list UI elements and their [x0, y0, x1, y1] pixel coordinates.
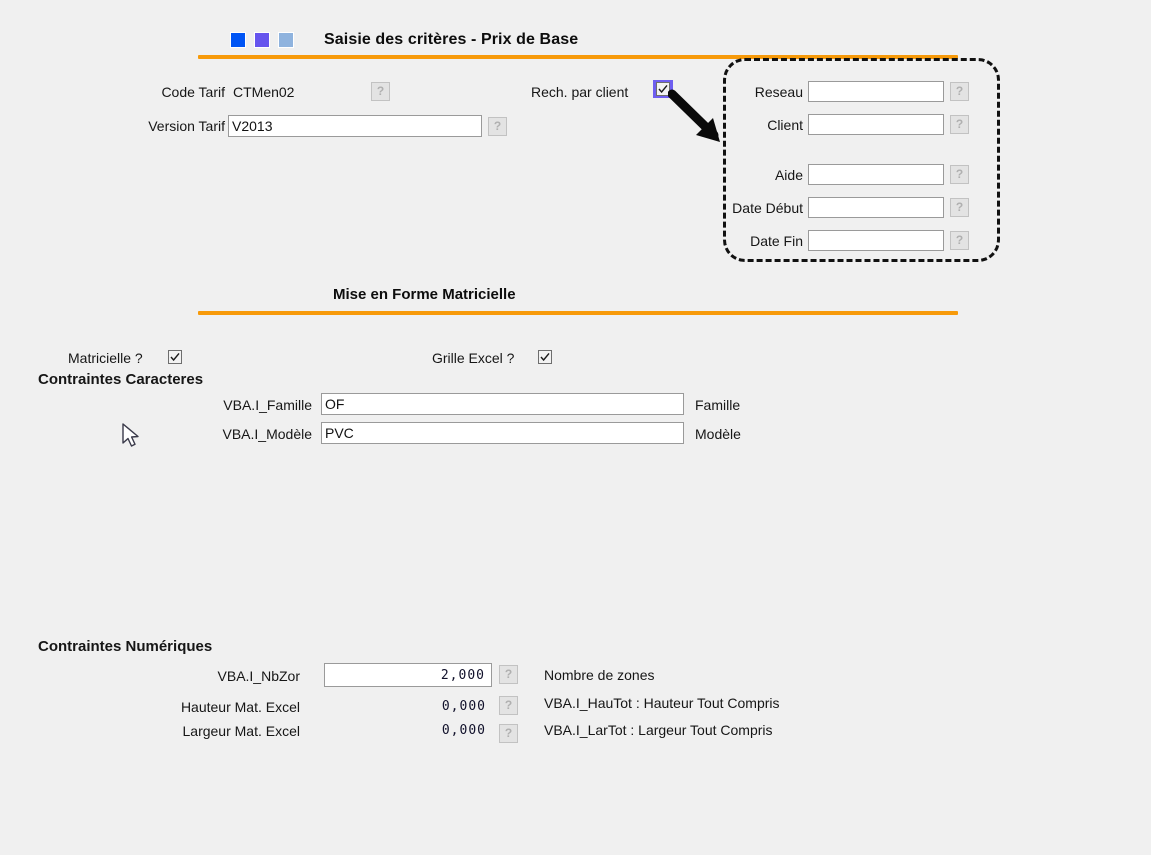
- code-tarif-label: Code Tarif: [161, 84, 225, 100]
- client-input[interactable]: [808, 114, 944, 135]
- largeur-mat-excel-desc: VBA.I_LarTot : Largeur Tout Compris: [544, 722, 773, 738]
- grille-excel-checkbox[interactable]: [538, 350, 552, 364]
- vba-modele-desc: Modèle: [695, 426, 741, 442]
- rech-par-client-label: Rech. par client: [531, 84, 629, 100]
- hauteur-mat-excel-desc: VBA.I_HauTot : Hauteur Tout Compris: [544, 695, 780, 711]
- vba-nbzor-desc: Nombre de zones: [544, 667, 655, 683]
- date-debut-input[interactable]: [808, 197, 944, 218]
- vba-nbzor-help-button[interactable]: ?: [499, 665, 518, 684]
- hauteur-mat-excel-value: 0,000: [441, 699, 486, 714]
- matricielle-checkbox[interactable]: [168, 350, 182, 364]
- date-debut-help-button[interactable]: ?: [950, 198, 969, 217]
- client-help-button[interactable]: ?: [950, 115, 969, 134]
- largeur-mat-excel-help-button[interactable]: ?: [499, 724, 518, 743]
- aide-help-button[interactable]: ?: [950, 165, 969, 184]
- client-label: Client: [767, 117, 803, 133]
- version-tarif-help-button[interactable]: ?: [488, 117, 507, 136]
- matricielle-section-title: Mise en Forme Matricielle: [333, 286, 516, 303]
- vba-famille-desc: Famille: [695, 397, 741, 413]
- title-square-light: [278, 32, 294, 48]
- date-fin-label: Date Fin: [750, 233, 803, 249]
- largeur-mat-excel-label: Largeur Mat. Excel: [182, 723, 301, 739]
- date-debut-label: Date Début: [732, 200, 803, 216]
- vba-famille-label: VBA.I_Famille: [223, 397, 312, 413]
- title-separator: [198, 55, 958, 59]
- matricielle-separator: [198, 311, 958, 315]
- hauteur-mat-excel-label: Hauteur Mat. Excel: [180, 699, 300, 715]
- mouse-cursor-icon: [122, 423, 139, 447]
- version-tarif-label: Version Tarif: [148, 118, 225, 134]
- contraintes-numeriques-heading: Contraintes Numériques: [38, 638, 213, 655]
- contraintes-caracteres-heading: Contraintes Caracteres: [38, 371, 204, 388]
- title-square-violet: [254, 32, 270, 48]
- vba-modele-input[interactable]: [321, 422, 684, 444]
- grille-excel-label: Grille Excel ?: [432, 350, 515, 366]
- reseau-label: Reseau: [754, 84, 803, 100]
- page-title: Saisie des critères - Prix de Base: [324, 31, 579, 48]
- title-square-blue: [230, 32, 246, 48]
- hauteur-mat-excel-help-button[interactable]: ?: [499, 696, 518, 715]
- reseau-help-button[interactable]: ?: [950, 82, 969, 101]
- matricielle-label: Matricielle ?: [68, 350, 143, 366]
- vba-modele-label: VBA.I_Modèle: [222, 426, 313, 442]
- rech-par-client-checkbox[interactable]: [656, 82, 670, 96]
- pointer-arrow-icon: [668, 89, 720, 142]
- aide-input[interactable]: [808, 164, 944, 185]
- vba-nbzor-input[interactable]: [324, 663, 492, 687]
- largeur-mat-excel-value: 0,000: [441, 723, 486, 738]
- code-tarif-value: CTMen02: [233, 84, 295, 100]
- code-tarif-help-button[interactable]: ?: [371, 82, 390, 101]
- date-fin-input[interactable]: [808, 230, 944, 251]
- aide-label: Aide: [774, 167, 803, 183]
- vba-nbzor-label: VBA.I_NbZor: [217, 668, 300, 684]
- date-fin-help-button[interactable]: ?: [950, 231, 969, 250]
- reseau-input[interactable]: [808, 81, 944, 102]
- client-criteria-callout: [723, 58, 1000, 262]
- version-tarif-input[interactable]: [228, 115, 482, 137]
- vba-famille-input[interactable]: [321, 393, 684, 415]
